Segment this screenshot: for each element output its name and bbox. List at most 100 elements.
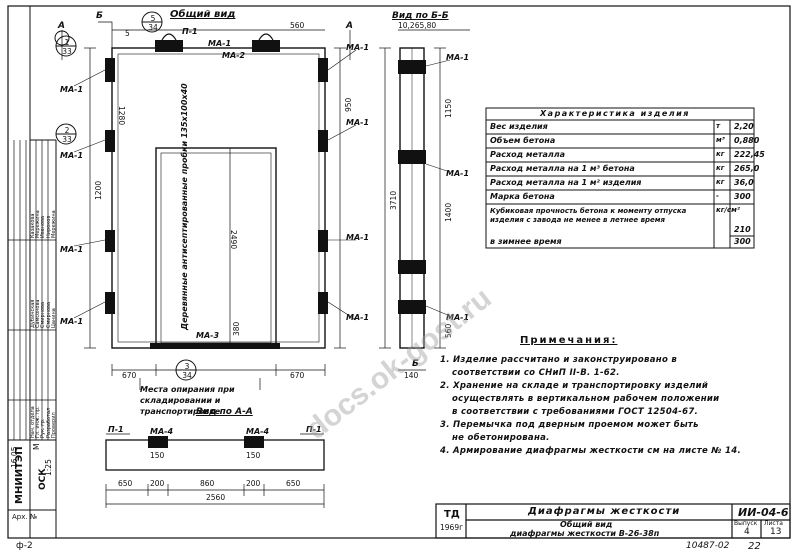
left-circle-marker-1: 1 33: [62, 38, 72, 56]
note-line: не обетонирована.: [452, 433, 550, 443]
ma1-label-left-4: МА-1: [60, 317, 84, 326]
ma3-label: МА-3: [196, 331, 220, 340]
ma4-label-left: МА-4: [150, 427, 174, 436]
bottom-view-title: Вид по А-А: [196, 407, 253, 417]
ma1-label-right-2: МА-1: [346, 118, 370, 127]
ma1-label-right-1: МА-1: [346, 43, 370, 52]
characteristics-title: Характеристика изделия: [540, 109, 690, 118]
dim-v-380: 380: [232, 321, 241, 336]
dim-h-200-right: 200: [246, 479, 261, 488]
note-line: осуществлять в вертикальном рабочем поло…: [452, 394, 720, 404]
tb-sub2: диафрагмы жесткости В-26-38п: [510, 529, 660, 538]
char-row-name: Вес изделия: [490, 122, 548, 131]
tb-issue: 4: [744, 527, 750, 537]
ma1-label-side-1: МА-1: [446, 53, 470, 62]
dim-v-950: 950: [344, 97, 353, 112]
char-row-unit: кг: [716, 164, 725, 172]
support-label: Места опирания при складировании и транс…: [140, 385, 235, 416]
ma1-label-left-3: МА-1: [60, 245, 84, 254]
dim-v-2490: 2490: [229, 230, 238, 250]
char-row-unit: м³: [716, 136, 725, 144]
top-circle-marker: 5 34: [148, 14, 158, 32]
char-row-unit: -: [716, 192, 719, 200]
stamp-scale: 1:25: [44, 459, 53, 476]
dim-h-140: 140: [404, 371, 419, 380]
char-row-unit: кг: [716, 178, 725, 186]
dim-v-3710: 3710: [389, 190, 398, 210]
tb-issue-label: Выпуск: [734, 520, 758, 527]
note-line: 3. Перемычка под дверным проемом может б…: [440, 420, 699, 430]
ma1-label-right-3: МА-1: [346, 233, 370, 242]
char-row-value: 210: [734, 225, 751, 234]
note-line: 1. Изделие рассчитано и законструировано…: [440, 355, 678, 365]
dim-h-670-right: 670: [290, 371, 305, 380]
tb-arch: Арх. №: [12, 513, 38, 521]
note-line: соответствии со СНиП II-В. 1-62.: [452, 368, 620, 378]
dim-v-1280: 1280: [117, 106, 126, 126]
char-row-unit: кг/см²: [716, 206, 740, 214]
stamp-scale-label: М: [32, 443, 41, 450]
dim-h-2560: 2560: [206, 493, 226, 502]
dim-h-650-left: 650: [118, 479, 133, 488]
note-line: в соответствии с требованиями ГОСТ 12504…: [452, 407, 699, 417]
dim-v-1150: 1150: [444, 98, 453, 118]
char-row-name: Кубиковая прочность бетона к моменту отп…: [490, 207, 687, 224]
notes-title: Примечания:: [520, 335, 618, 346]
char-row-name: Объем бетона: [490, 136, 556, 145]
section-a-left: А: [58, 21, 65, 31]
pin-label-bottom-left: П-1: [108, 425, 124, 434]
tb-sheet: 13: [770, 527, 782, 537]
tb-sheet-label: Листа: [764, 520, 783, 527]
tb-format: ф-2: [16, 541, 33, 551]
char-row-name: в зимнее время: [490, 237, 562, 246]
char-row-value: 2,20: [734, 122, 754, 131]
char-row-value: 300: [734, 237, 751, 246]
tb-main-title: Диафрагмы жесткости: [528, 506, 681, 517]
note-line: 2. Хранение на складе и транспортировку …: [440, 381, 709, 391]
dim-side-top: 10,265,80: [398, 21, 437, 30]
tb-sub1: Общий вид: [560, 520, 613, 529]
char-row-name: Марка бетона: [490, 192, 555, 201]
ma1-label-top: МА-1: [208, 39, 232, 48]
stamp-entry: Проверил: [50, 412, 57, 438]
tb-inv: 10487-02: [686, 541, 730, 551]
stamp-date: 16.05: [10, 446, 19, 468]
dim-top-5: 5: [125, 29, 130, 38]
ma1-label-side-3: МА-1: [446, 313, 470, 322]
pin-label-bottom-right: П-1: [306, 425, 322, 434]
dim-h-150-left: 150: [150, 451, 165, 460]
door-label: Деревянные антисептированные пробки 135x…: [180, 83, 189, 330]
tb-td: ТД: [444, 509, 460, 520]
ma1-label-left-2: МА-1: [60, 151, 84, 160]
char-row-value: 0,880: [734, 136, 760, 145]
char-row-name: Расход металла на 1 м² изделия: [490, 178, 642, 187]
char-row-value: 265,0: [734, 164, 760, 173]
dim-v-1400: 1400: [444, 202, 453, 222]
side-view-title: Вид по Б-Б: [392, 11, 449, 21]
dim-v-1200: 1200: [94, 180, 103, 200]
ma4-label-right: МА-4: [246, 427, 270, 436]
stamp-entry: Мережина: [50, 210, 57, 238]
stamp-entry: Цанина: [50, 308, 57, 328]
char-row-unit: т: [716, 122, 721, 130]
tb-code: ИИ-04-6: [738, 506, 789, 519]
char-row-value: 222,45: [734, 150, 765, 159]
section-a-right: А: [346, 21, 353, 31]
char-row-unit: кг: [716, 150, 725, 158]
ma1-label-left-1: МА-1: [60, 85, 84, 94]
ma1-label-side-2: МА-1: [446, 169, 470, 178]
char-row-value: 300: [734, 192, 751, 201]
section-b-bottom: Б: [412, 359, 419, 369]
pin-label-top: П-1: [182, 27, 198, 36]
main-view-title: Общий вид: [170, 9, 236, 20]
note-line: 4. Армирование диафрагмы жесткости см на…: [440, 446, 742, 456]
bottom-circle-marker: 3 34: [182, 362, 192, 380]
char-row-name: Расход металла: [490, 150, 566, 159]
ma2-label-top: МА-2: [222, 51, 246, 60]
dim-h-150-right: 150: [246, 451, 261, 460]
char-row-name: Расход металла на 1 м³ бетона: [490, 164, 635, 173]
tb-page: 22: [748, 541, 761, 552]
section-b-top: Б: [96, 11, 103, 21]
